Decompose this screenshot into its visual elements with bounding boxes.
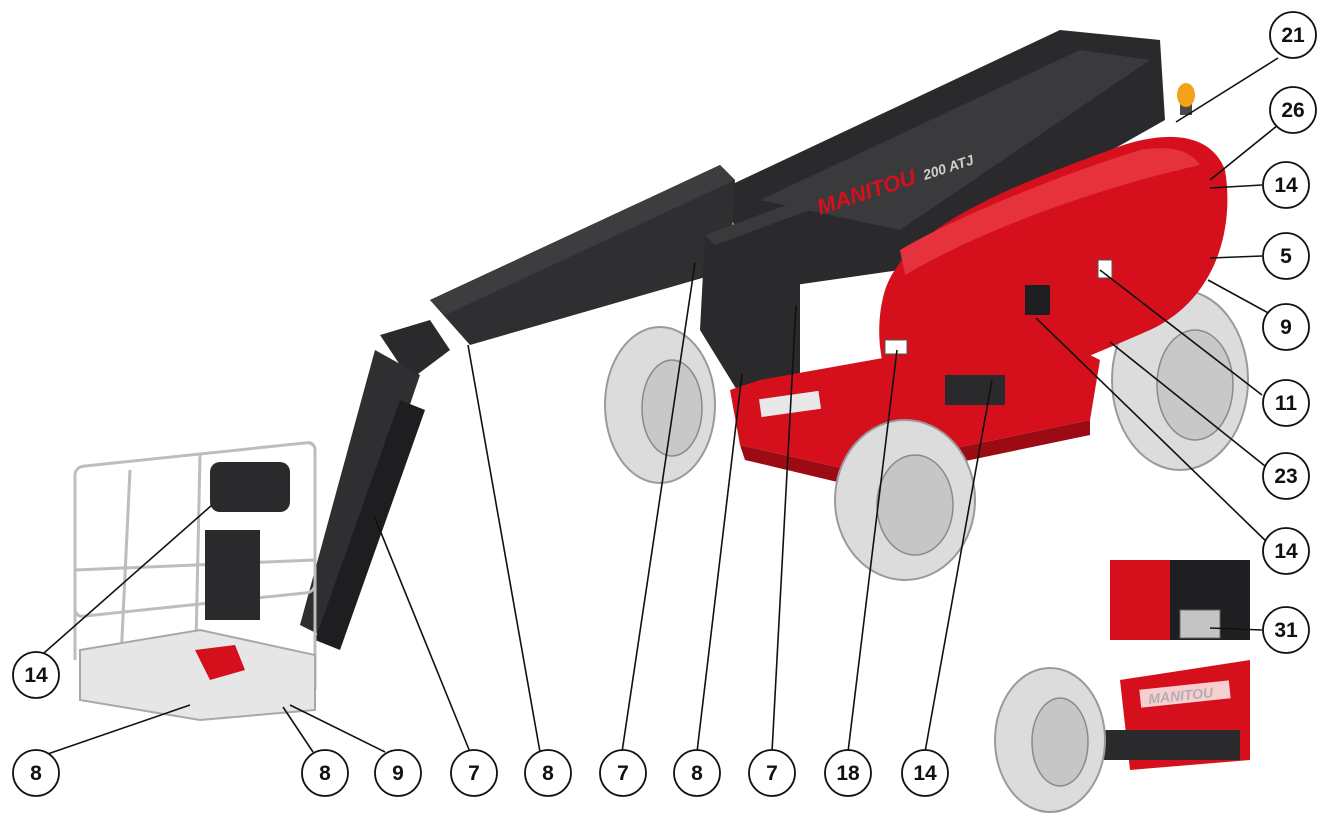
callout-14d-label: 14 xyxy=(913,762,937,785)
control-box xyxy=(205,462,290,620)
leader-lines xyxy=(35,57,1279,759)
callout-14-right-top: 14 xyxy=(1262,161,1310,209)
callout-8-bottom-2: 8 xyxy=(301,749,349,797)
callout-18-label: 18 xyxy=(836,762,860,785)
callout-14b-label: 14 xyxy=(1274,540,1298,563)
callout-7c-label: 7 xyxy=(766,762,778,785)
callout-8-bottom-1: 8 xyxy=(12,749,60,797)
callout-7b-label: 7 xyxy=(617,762,629,785)
callout-8-bottom-4: 8 xyxy=(673,749,721,797)
callout-23: 23 xyxy=(1262,452,1310,500)
callout-7a-label: 7 xyxy=(468,762,480,785)
callout-23-label: 23 xyxy=(1274,465,1297,488)
callout-31-label: 31 xyxy=(1274,619,1298,642)
callout-8b-label: 8 xyxy=(319,762,331,785)
callout-7-bottom-1: 7 xyxy=(450,749,498,797)
callout-9-bottom: 9 xyxy=(374,749,422,797)
inset-brand-label: MANITOU xyxy=(1147,684,1214,707)
front-wheel xyxy=(834,419,976,581)
callout-9-right: 9 xyxy=(1262,303,1310,351)
beacon-light xyxy=(1177,83,1195,115)
callout-14-right-bottom: 14 xyxy=(1262,527,1310,575)
callout-26-label: 26 xyxy=(1281,99,1304,122)
rear-left-wheel xyxy=(604,326,716,484)
callout-8c-label: 8 xyxy=(542,762,554,785)
callout-8a-label: 8 xyxy=(30,762,42,785)
callout-11: 11 xyxy=(1262,379,1310,427)
callout-14c-label: 14 xyxy=(24,664,48,687)
callout-11-label: 11 xyxy=(1275,392,1298,415)
callout-7-bottom-3: 7 xyxy=(748,749,796,797)
basket-floor xyxy=(79,628,316,722)
telescopic-boom xyxy=(430,165,735,345)
callout-18: 18 xyxy=(824,749,872,797)
callout-14-bottom: 14 xyxy=(901,749,949,797)
callout-8d-label: 8 xyxy=(691,762,703,785)
callout-21-label: 21 xyxy=(1281,24,1305,47)
callout-8-bottom-3: 8 xyxy=(524,749,572,797)
callout-14a-label: 14 xyxy=(1274,174,1298,197)
upper-boom: MANITOU 200 ATJ xyxy=(720,30,1165,290)
turret-frame xyxy=(700,200,810,395)
callout-9a-label: 9 xyxy=(1280,316,1292,339)
engine-cover xyxy=(879,136,1228,410)
callout-9b-label: 9 xyxy=(392,762,404,785)
callout-14-left: 14 xyxy=(12,651,60,699)
inset-detail: MANITOU xyxy=(994,560,1250,813)
callout-7-bottom-2: 7 xyxy=(599,749,647,797)
jib-arm xyxy=(300,320,450,650)
callout-5-label: 5 xyxy=(1280,245,1292,268)
callout-31: 31 xyxy=(1262,606,1310,654)
callout-5: 5 xyxy=(1262,232,1310,280)
callout-21: 21 xyxy=(1269,11,1317,59)
callout-26: 26 xyxy=(1269,86,1317,134)
